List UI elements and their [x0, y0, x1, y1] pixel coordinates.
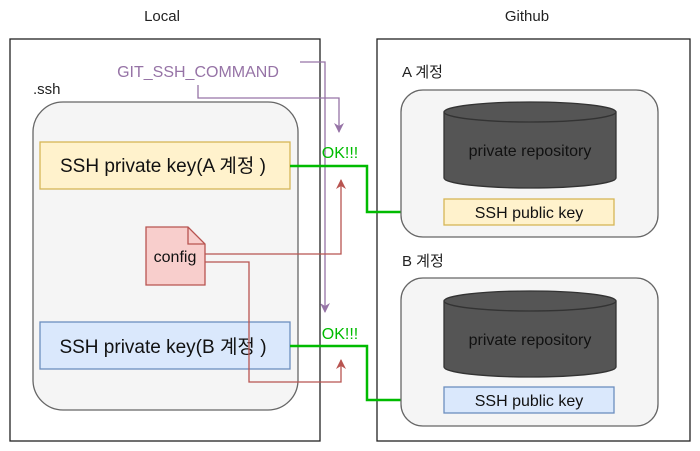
public-key-b: [443, 386, 615, 414]
config-arrow-to-b: [205, 261, 346, 383]
private-key-b: [39, 321, 291, 370]
repository-b-cylinder: [443, 290, 617, 378]
private-key-a: [39, 141, 291, 190]
account-a-label: A 계정: [402, 64, 443, 81]
repository-b-label: private repository: [469, 332, 592, 349]
ok-label-b: OK!!!: [322, 326, 358, 343]
git-ssh-command-label: GIT_SSH_COMMAND: [117, 64, 279, 81]
config-file: [145, 226, 206, 286]
config-arrow-to-a: [205, 179, 346, 255]
github-title: Github: [505, 8, 549, 25]
env-arrow-to-b: [300, 61, 330, 313]
local-title: Local: [144, 8, 180, 25]
account-b-label: B 계정: [402, 253, 444, 270]
public-key-a-label: SSH public key: [475, 205, 584, 222]
repository-a-label: private repository: [469, 143, 592, 160]
config-label: config: [154, 249, 197, 266]
repository-a-cylinder: [443, 101, 617, 189]
ok-label-a: OK!!!: [322, 145, 358, 162]
config-file-fold: [187, 227, 205, 245]
ssh-folder-label: .ssh: [33, 81, 61, 98]
public-key-b-label: SSH public key: [475, 393, 584, 410]
env-arrow-to-a: [197, 85, 344, 133]
private-key-b-label: SSH private key(B 계정 ): [59, 336, 266, 358]
private-key-a-label: SSH private key(A 계정 ): [60, 155, 266, 177]
public-key-a: [443, 198, 615, 226]
